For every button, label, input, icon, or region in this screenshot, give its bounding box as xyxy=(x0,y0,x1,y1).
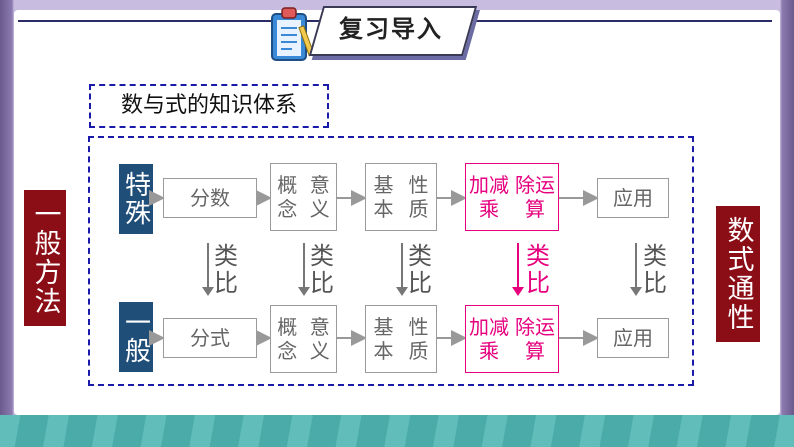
node-concept-top: 概念意义 xyxy=(270,163,337,231)
row-label-special: 特殊 xyxy=(119,164,153,234)
analogy-label: 类比 xyxy=(214,242,238,297)
knowledge-system-frame xyxy=(88,136,694,386)
node-operations-bottom: 加减乘除运算 xyxy=(465,305,559,373)
section-title-frame xyxy=(89,84,329,128)
analogy-label-highlight: 类比 xyxy=(526,242,550,297)
node-operations-top: 加减乘除运算 xyxy=(465,163,559,231)
analogy-arrow xyxy=(298,243,310,296)
row-label-general: 一般 xyxy=(119,302,153,372)
analogy-label: 类比 xyxy=(408,242,432,297)
node-property-top: 基本性质 xyxy=(365,163,437,231)
node-property-bottom: 基本性质 xyxy=(365,305,437,373)
node-rational-expr: 分式 xyxy=(163,318,257,358)
node-concept-bottom: 概念意义 xyxy=(270,305,337,373)
analogy-arrow xyxy=(202,243,214,296)
bottom-decoration xyxy=(0,415,794,447)
node-application-top: 应用 xyxy=(597,178,669,218)
analogy-arrow xyxy=(396,243,408,296)
analogy-label: 类比 xyxy=(310,242,334,297)
analogy-arrow xyxy=(630,243,642,296)
section-title: 数与式的知识体系 xyxy=(120,93,297,118)
node-fraction: 分数 xyxy=(163,178,257,218)
node-application-bottom: 应用 xyxy=(597,318,669,358)
header-title: 复习导入 xyxy=(339,15,443,43)
right-side-label: 数式通性 xyxy=(716,206,760,342)
analogy-label: 类比 xyxy=(643,242,667,297)
left-side-label: 一般方法 xyxy=(24,190,66,326)
analogy-arrow-highlight xyxy=(512,243,524,296)
